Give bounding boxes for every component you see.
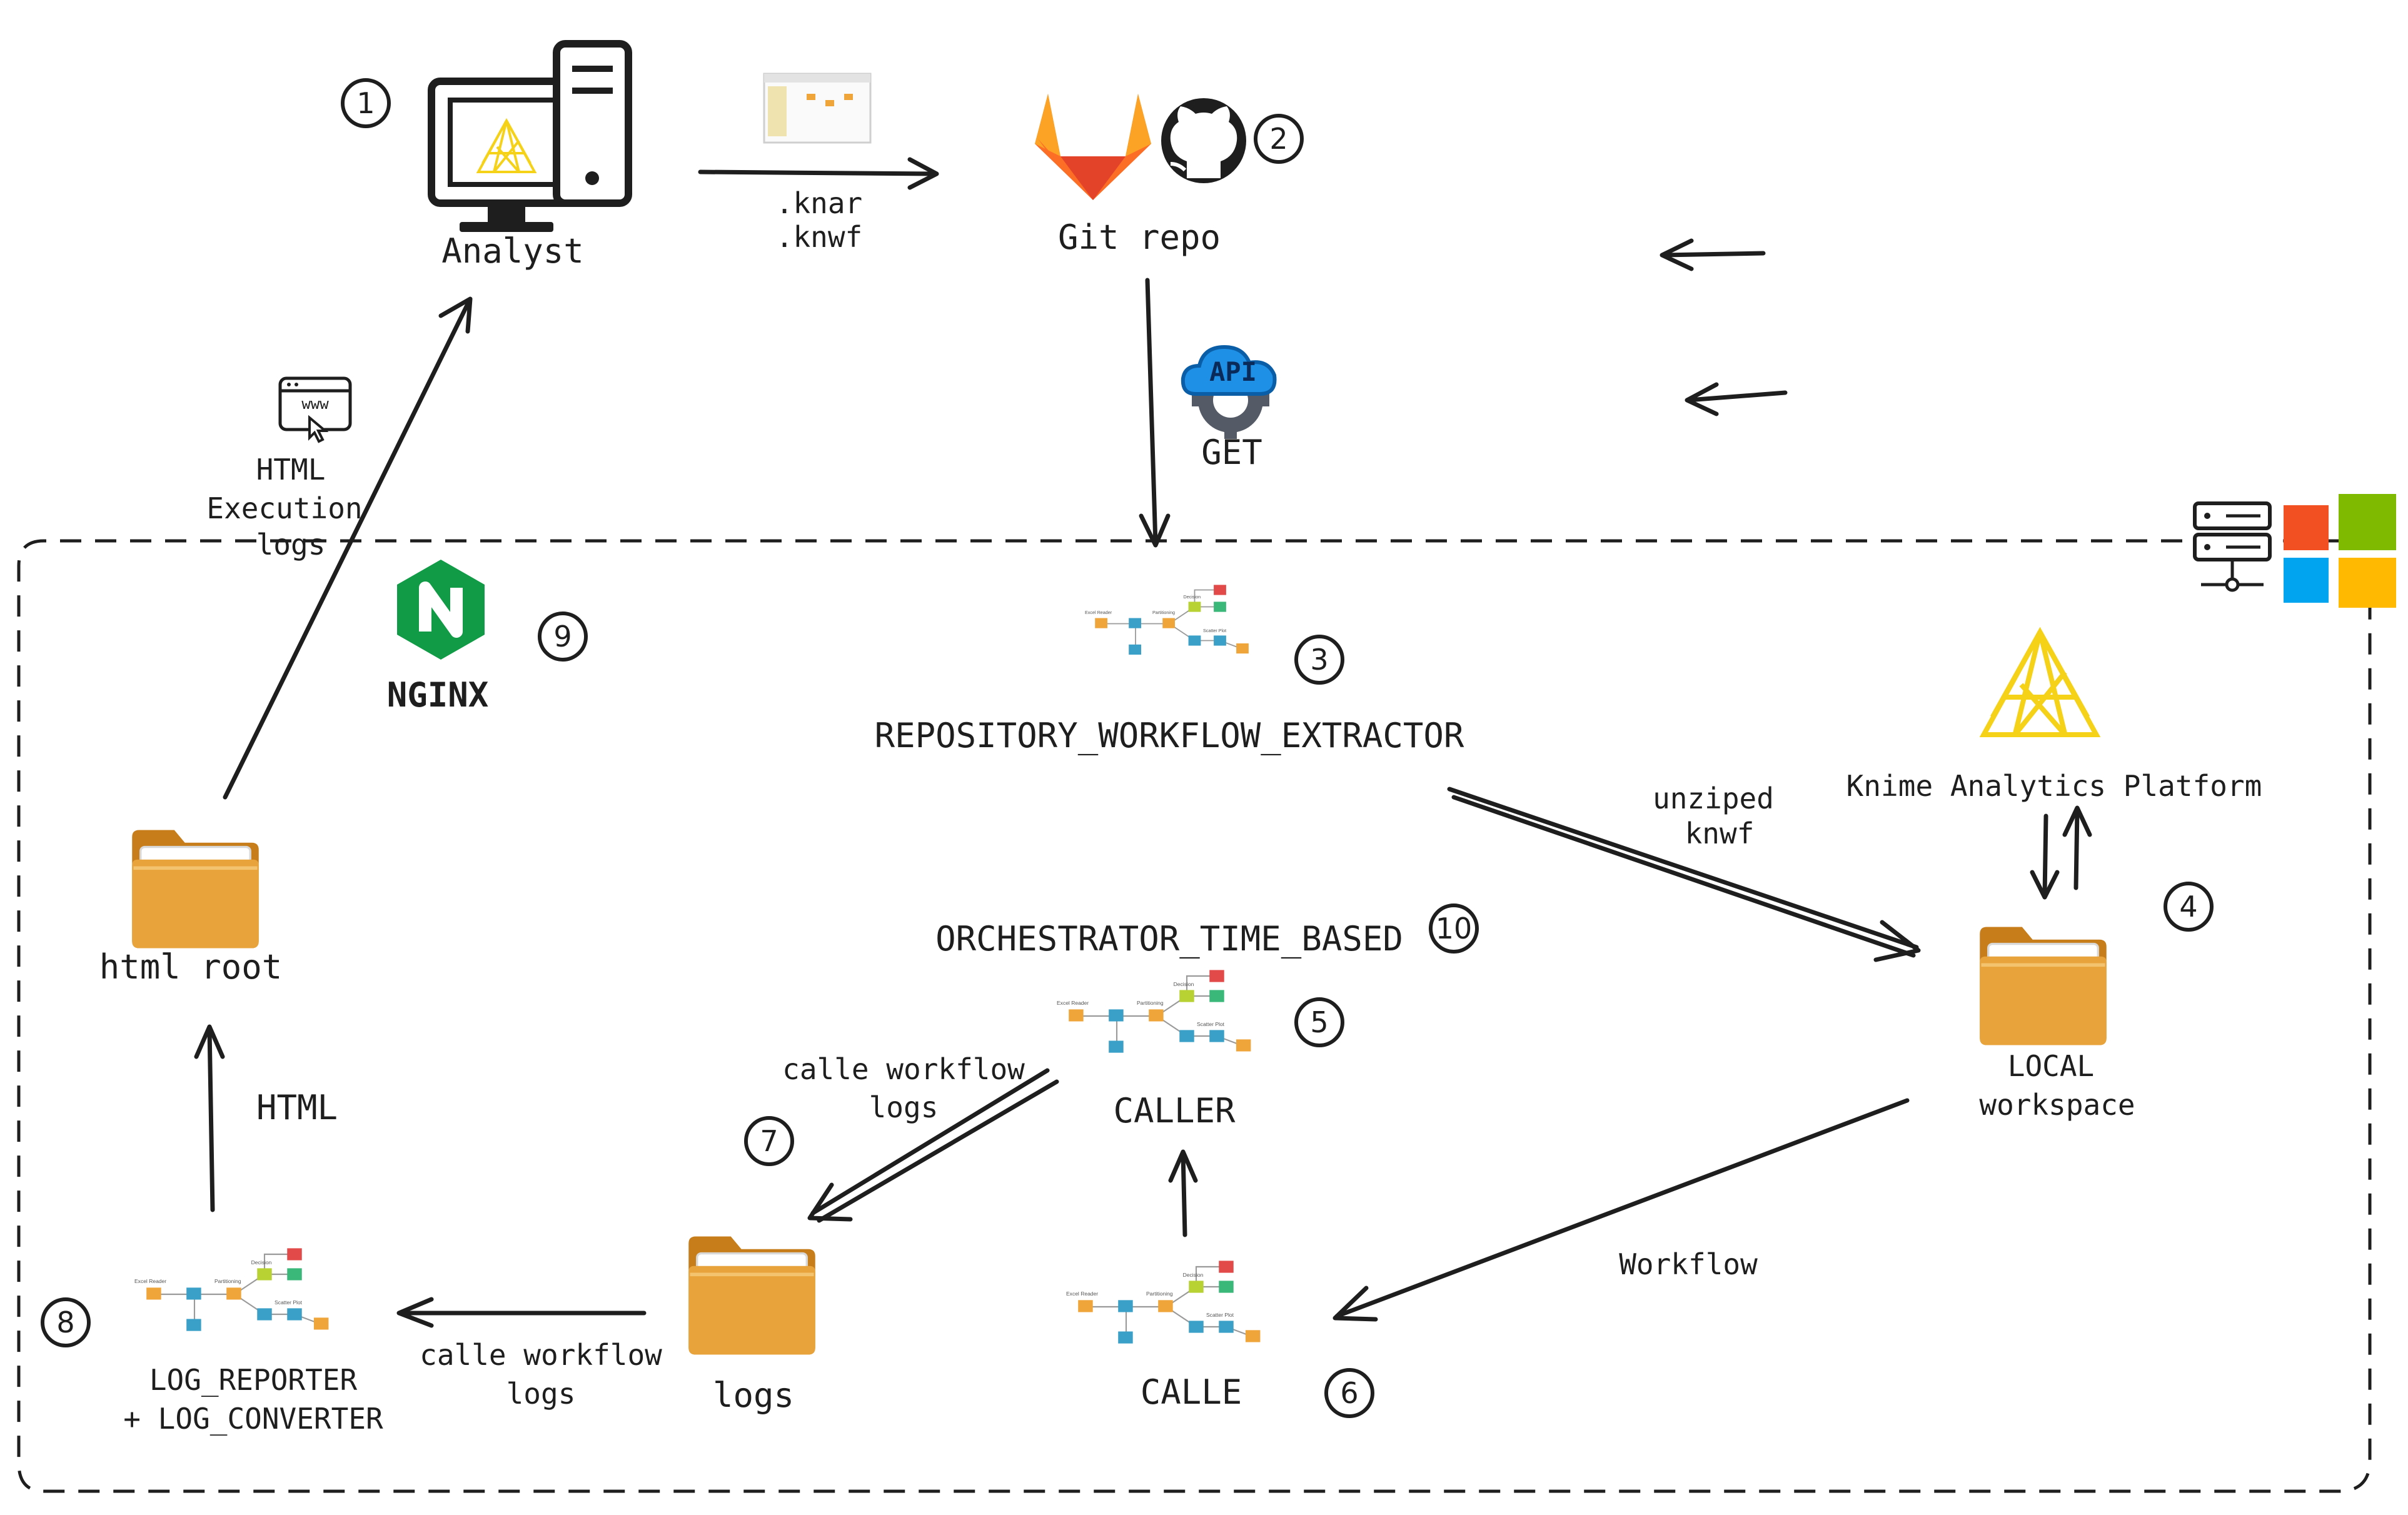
arrow-calle-to-caller bbox=[1168, 1149, 1198, 1237]
arrow-analyst-to-git bbox=[698, 157, 939, 190]
knwf-edge-label: knwf bbox=[1685, 817, 1755, 850]
nginx-label: NGINX bbox=[386, 675, 489, 715]
extractor-workflow-icon bbox=[1085, 581, 1249, 655]
api-label: API bbox=[1209, 356, 1257, 387]
orchestrator-label: ORCHESTRATOR_TIME_BASED bbox=[935, 919, 1403, 959]
www-label: www bbox=[301, 395, 329, 413]
local-workspace-folder-icon bbox=[1980, 927, 2107, 1045]
execution-label: Execution bbox=[206, 491, 363, 525]
workflow-screenshot-icon bbox=[763, 73, 872, 144]
step-badge-9: 9 bbox=[538, 612, 588, 662]
knime-platform-logo-icon bbox=[1984, 632, 2097, 735]
calle-label: CALLE bbox=[1140, 1372, 1242, 1412]
calle-workflow-logs-upper-logs: logs bbox=[869, 1090, 939, 1124]
html-edge-label: HTML bbox=[256, 1088, 338, 1127]
logs-label: logs bbox=[712, 1376, 795, 1415]
step-badge-10: 10 bbox=[1429, 903, 1479, 954]
workflow-label: Workflow bbox=[1619, 1247, 1758, 1281]
computer-icon bbox=[428, 40, 632, 232]
html-root-folder-icon bbox=[132, 830, 259, 949]
logs-folder-icon bbox=[688, 1237, 815, 1355]
knar-label: .knar bbox=[775, 186, 863, 220]
windows-logo-icon bbox=[2284, 494, 2396, 608]
arrow-logs-to-reporter bbox=[396, 1297, 647, 1328]
arrow-htmlroot-to-analyst bbox=[223, 296, 473, 800]
api-cloud-icon bbox=[1181, 345, 1277, 439]
arrow-git-to-extractor bbox=[1139, 278, 1171, 548]
step-badge-8: 8 bbox=[41, 1297, 91, 1347]
log-reporter-workflow-icon bbox=[133, 1244, 330, 1332]
step-badge-6: 6 bbox=[1324, 1368, 1374, 1418]
log-converter-label: + LOG_CONVERTER bbox=[123, 1402, 383, 1436]
caller-workflow-icon bbox=[1055, 966, 1252, 1054]
html-root-label: html root bbox=[99, 947, 283, 987]
logs-small-label: logs bbox=[256, 528, 326, 561]
step-badge-4: 4 bbox=[2164, 882, 2214, 932]
nginx-icon bbox=[397, 560, 485, 660]
local-label: LOCAL bbox=[2007, 1049, 2095, 1083]
arrow-knime-local-bidirectional bbox=[2030, 805, 2092, 900]
browser-www-icon bbox=[278, 376, 352, 443]
analyst-label: Analyst bbox=[441, 231, 584, 271]
get-label: GET bbox=[1201, 433, 1262, 472]
html-label: HTML bbox=[256, 453, 326, 486]
workspace-label: workspace bbox=[1979, 1088, 2135, 1122]
step-badge-3: 3 bbox=[1294, 635, 1344, 685]
unziped-label: unziped bbox=[1653, 782, 1774, 815]
git-repo-label: Git repo bbox=[1057, 218, 1221, 257]
calle-workflow-icon bbox=[1065, 1257, 1261, 1344]
caller-label: CALLER bbox=[1113, 1091, 1236, 1130]
knime-analytics-platform-label: Knime Analytics Platform bbox=[1846, 769, 2262, 803]
knwf-label: .knwf bbox=[775, 220, 863, 254]
step-badge-7: 7 bbox=[744, 1116, 794, 1166]
arrow-local-to-calle bbox=[1332, 1098, 1910, 1322]
step-badge-5: 5 bbox=[1294, 997, 1344, 1047]
log-reporter-label: LOG_REPORTER bbox=[149, 1363, 358, 1397]
gitlab-icon bbox=[1035, 94, 1151, 200]
arrow-caller-to-logs bbox=[807, 1068, 1059, 1223]
arrow-pending-2 bbox=[1685, 382, 1788, 416]
calle-workflow-logs-lower-logs: logs bbox=[506, 1377, 576, 1411]
step-badge-1: 1 bbox=[341, 78, 391, 128]
calle-workflow-logs-lower-label: calle workflow bbox=[420, 1338, 662, 1372]
step-badge-2: 2 bbox=[1254, 114, 1304, 164]
repository-workflow-extractor-label: REPOSITORY_WORKFLOW_EXTRACTOR bbox=[874, 716, 1464, 755]
github-icon bbox=[1161, 98, 1246, 183]
calle-workflow-logs-upper-label: calle workflow bbox=[782, 1052, 1025, 1086]
arrow-pending-1 bbox=[1660, 238, 1766, 271]
arrow-extractor-to-local bbox=[1447, 787, 1921, 962]
arrow-reporter-to-htmlroot bbox=[194, 1024, 225, 1212]
server-icon bbox=[2193, 501, 2272, 592]
